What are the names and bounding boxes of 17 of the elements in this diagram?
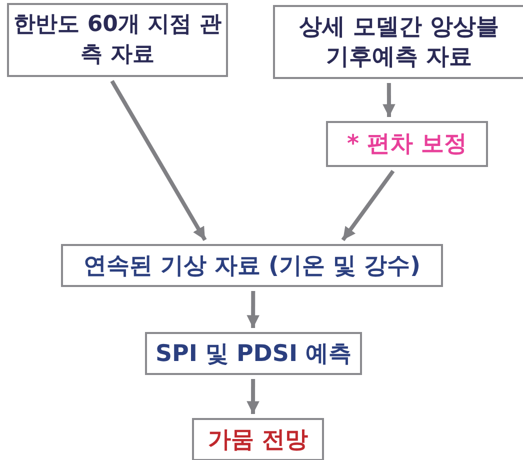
process-box (273, 5, 523, 79)
arrow (110, 80, 207, 241)
box-text: 상세 모델간 앙상블 기후예측 자료 (298, 13, 500, 72)
process-box (145, 332, 362, 375)
arrow (341, 170, 395, 242)
process-box (192, 418, 324, 460)
arrow (382, 83, 396, 117)
box-text: 연속된 기상 자료 (기온 및 강수) (83, 252, 421, 280)
process-box (61, 244, 443, 287)
box-text: 가뭄 전망 (208, 426, 308, 454)
box-text: SPI 및 PDSI 예측 (155, 340, 352, 368)
process-box (326, 121, 488, 167)
box-text: * 편차 보정 (346, 130, 468, 159)
arrow (246, 291, 260, 328)
process-box (7, 3, 228, 77)
box-text: 한반도 60개 지점 관측 자료 (13, 11, 222, 69)
arrow (246, 379, 260, 414)
